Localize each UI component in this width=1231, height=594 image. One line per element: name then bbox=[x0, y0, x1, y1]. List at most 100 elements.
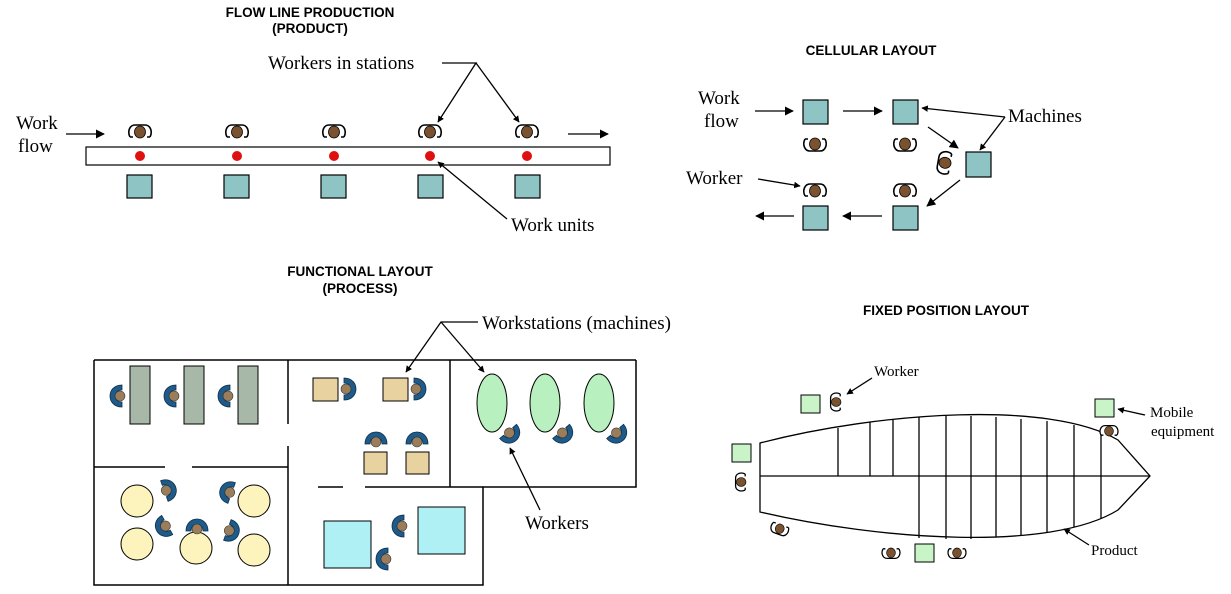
worker-icon bbox=[109, 384, 126, 408]
workers-in-stations-label: Workers in stations bbox=[268, 53, 414, 74]
arrow-icon bbox=[437, 161, 508, 220]
arrow-icon bbox=[927, 126, 959, 149]
machine-icon bbox=[583, 373, 615, 433]
machine-icon bbox=[183, 365, 205, 425]
arrow-icon bbox=[509, 447, 541, 511]
arrow-icon bbox=[926, 179, 961, 207]
arrow-icon bbox=[475, 62, 520, 123]
worker-icon bbox=[216, 478, 239, 505]
functional-workers-label: Workers bbox=[525, 513, 589, 534]
flow-line-title: FLOW LINE PRODUCTION bbox=[226, 5, 395, 20]
worker-icon bbox=[322, 124, 346, 139]
machine-icon bbox=[120, 484, 154, 518]
flow-line-work-label: Work bbox=[16, 113, 58, 134]
machine-icon bbox=[237, 365, 259, 425]
worker-icon bbox=[803, 183, 827, 198]
conveyor-line bbox=[85, 146, 611, 166]
worker-icon bbox=[515, 124, 539, 139]
flow-line-flow-label: flow bbox=[18, 136, 53, 157]
arrow-icon bbox=[437, 62, 478, 123]
worker-icon bbox=[881, 547, 901, 560]
worker-icon bbox=[364, 431, 388, 448]
machine-icon bbox=[179, 531, 213, 565]
worker-icon bbox=[768, 520, 791, 538]
building-walls bbox=[93, 359, 637, 586]
machine-icon bbox=[129, 365, 151, 425]
hull-ribs bbox=[837, 416, 1102, 539]
cellular-title: CELLULAR LAYOUT bbox=[806, 43, 938, 58]
machine-icon bbox=[476, 373, 508, 433]
flow-line-section: FLOW LINE PRODUCTION (PRODUCT) Work flow… bbox=[16, 5, 611, 236]
worker-icon bbox=[418, 124, 442, 139]
work-unit-icon bbox=[329, 151, 339, 161]
worker-icon bbox=[829, 392, 842, 412]
partition-walls bbox=[94, 466, 483, 488]
work-unit-icon bbox=[135, 151, 145, 161]
cellular-section: CELLULAR LAYOUT Work flow Machines Worke… bbox=[686, 43, 1082, 231]
worker-icon bbox=[157, 476, 180, 503]
worker-icon bbox=[150, 513, 176, 541]
machine-icon bbox=[802, 205, 829, 231]
mobile-equipment-icon bbox=[914, 543, 935, 563]
worker-icon bbox=[128, 124, 152, 139]
machine-icon bbox=[514, 174, 541, 199]
worker-icon bbox=[185, 518, 209, 535]
machine-icon bbox=[312, 377, 339, 402]
machines-label: Machines bbox=[1008, 106, 1082, 127]
worker-icon bbox=[405, 431, 429, 448]
mobile-equipment-icon bbox=[731, 443, 752, 463]
work-unit-icon bbox=[425, 151, 435, 161]
arrow-icon bbox=[757, 178, 801, 189]
arrow-icon bbox=[440, 321, 485, 373]
machine-icon bbox=[323, 520, 372, 569]
work-unit-icon bbox=[522, 151, 532, 161]
cellular-worker-label: Worker bbox=[686, 168, 743, 189]
cellular-flow-label: flow bbox=[704, 111, 739, 132]
fixed-position-section: FIXED POSITION LAYOUT bbox=[731, 303, 1215, 563]
worker-icon bbox=[803, 137, 827, 152]
arrow-icon bbox=[1117, 407, 1146, 416]
arrow-icon bbox=[1063, 528, 1090, 546]
worker-icon bbox=[163, 384, 180, 408]
stations bbox=[126, 124, 541, 199]
worker-icon bbox=[225, 124, 249, 139]
machine-icon bbox=[405, 451, 430, 475]
equipment-label: equipment bbox=[1151, 424, 1215, 440]
machine-icon bbox=[237, 484, 271, 518]
machine-icon bbox=[237, 533, 271, 567]
mobile-equipment-icon bbox=[1094, 398, 1115, 418]
fixed-title: FIXED POSITION LAYOUT bbox=[863, 303, 1030, 318]
worker-icon bbox=[935, 149, 954, 176]
functional-subtitle: (PROCESS) bbox=[322, 281, 397, 296]
fixed-worker-label: Worker bbox=[874, 364, 919, 380]
functional-title: FUNCTIONAL LAYOUT bbox=[287, 264, 433, 279]
arrow-icon bbox=[921, 105, 1006, 118]
machine-icon bbox=[223, 174, 250, 199]
arrow-icon bbox=[846, 377, 873, 395]
mobile-equipment-icon bbox=[800, 394, 821, 414]
worker-icon bbox=[410, 377, 427, 401]
worker-icon bbox=[1099, 424, 1119, 437]
worker-icon bbox=[217, 384, 234, 408]
machine-icon bbox=[965, 151, 992, 178]
flow-line-subtitle: (PRODUCT) bbox=[272, 21, 348, 36]
machine-icon bbox=[417, 174, 444, 199]
machine-icon bbox=[126, 174, 153, 199]
worker-icon bbox=[220, 518, 243, 545]
worker-icon bbox=[947, 547, 967, 560]
arrow-icon bbox=[405, 321, 478, 373]
machine-icon bbox=[892, 205, 919, 231]
worker-icon bbox=[734, 472, 747, 492]
worker-icon bbox=[391, 514, 408, 538]
machine-icon bbox=[417, 506, 466, 555]
machine-icon bbox=[529, 373, 561, 433]
arrow-icon bbox=[979, 116, 1006, 151]
workstations-label: Workstations (machines) bbox=[482, 313, 671, 334]
machine-icon bbox=[363, 451, 388, 475]
machine-icon bbox=[892, 99, 919, 125]
machine-icon bbox=[382, 377, 409, 402]
worker-icon bbox=[375, 547, 392, 571]
machine-icon bbox=[120, 527, 154, 561]
machine-icon bbox=[802, 99, 829, 125]
